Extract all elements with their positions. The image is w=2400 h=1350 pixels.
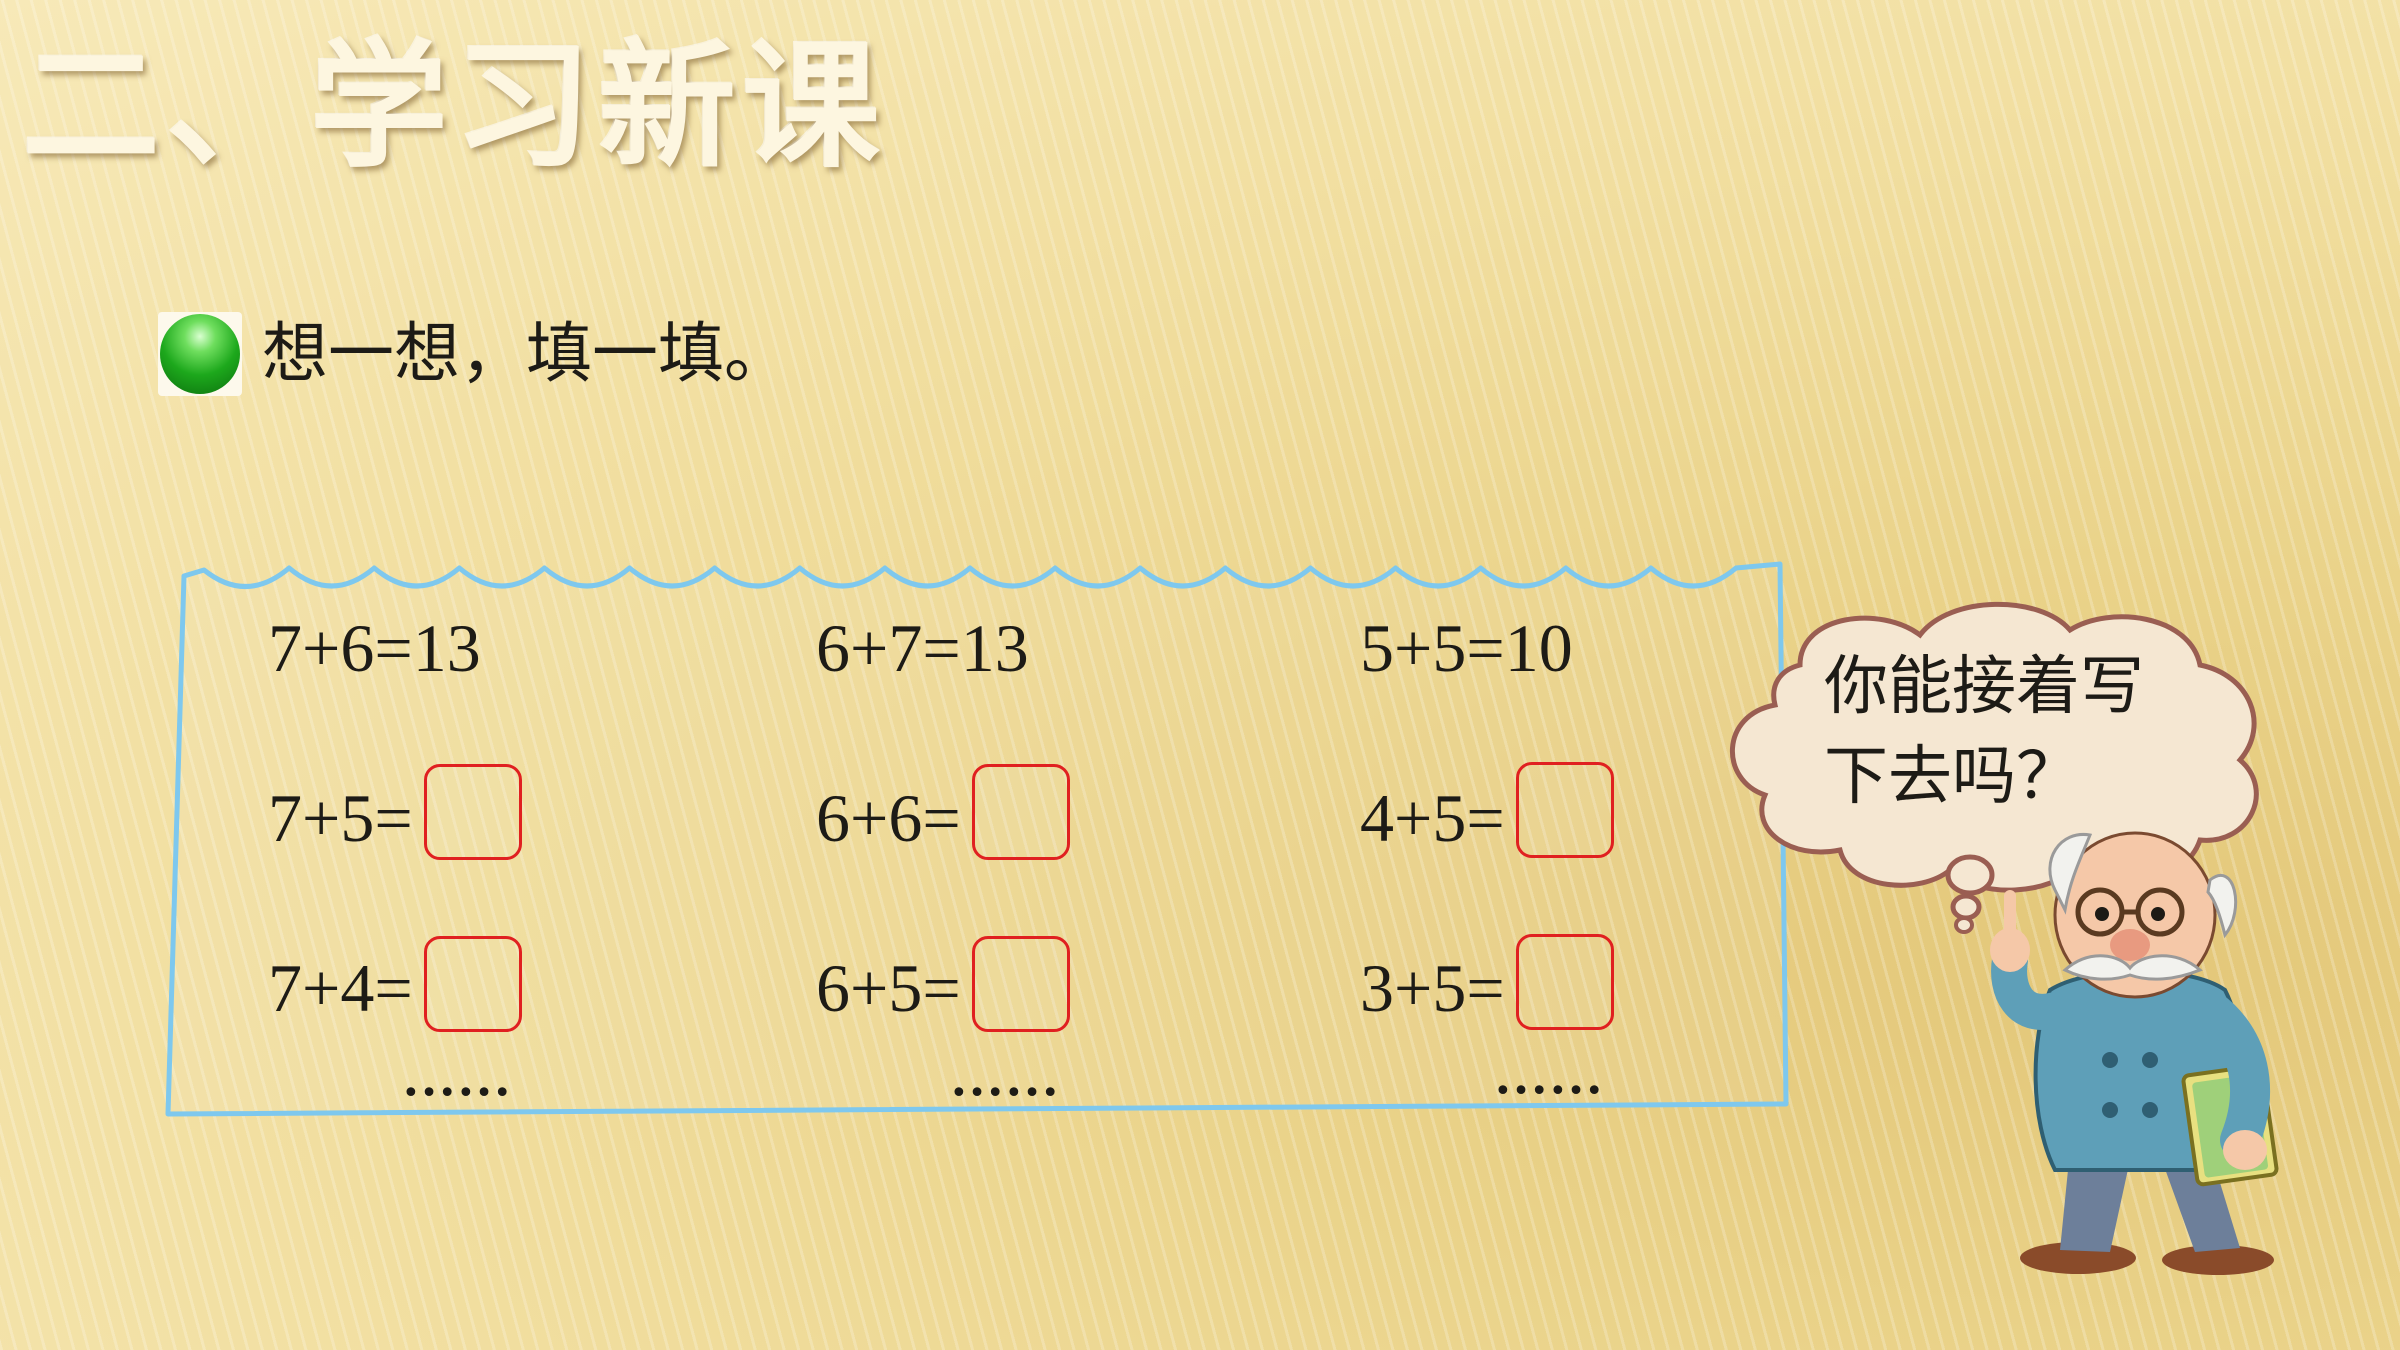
note-paper-outline — [165, 561, 1789, 1117]
ellipsis-1: …… — [402, 1047, 512, 1107]
old-professor-character-icon — [1990, 831, 2279, 1275]
equation-question-3b: 3+5= — [1360, 950, 1505, 1026]
thought-line-2: 下去吗？ — [1824, 740, 2080, 814]
equation-question-1b: 7+4= — [268, 950, 413, 1026]
equation-question-3a: 4+5= — [1360, 780, 1505, 856]
answer-box-2a[interactable] — [972, 764, 1070, 860]
answer-box-1b[interactable] — [424, 936, 522, 1032]
equation-question-2b: 6+5= — [816, 950, 961, 1026]
slide-title: 二、学习新课 — [22, 26, 887, 187]
answer-box-3a[interactable] — [1516, 762, 1614, 858]
equation-given-2: 6+7=13 — [816, 610, 1029, 686]
equation-question-2a: 6+6= — [816, 780, 961, 856]
answer-box-1a[interactable] — [424, 764, 522, 860]
answer-box-3b[interactable] — [1516, 934, 1614, 1030]
thought-line-1: 你能接着写 — [1824, 650, 2144, 724]
thought-bubble: 你能接着写 下去吗？ — [1680, 595, 2280, 935]
ellipsis-3: …… — [1494, 1045, 1604, 1105]
answer-box-2b[interactable] — [972, 936, 1070, 1032]
exercise-note-card: 7+6=13 7+5= 7+4= …… 6+7=13 6+6= 6+5= …… … — [160, 548, 1800, 1134]
equation-given-1: 7+6=13 — [268, 610, 481, 686]
ellipsis-2: …… — [950, 1047, 1060, 1107]
green-ball-bullet-icon — [158, 312, 242, 396]
equation-given-3: 5+5=10 — [1360, 610, 1573, 686]
instruction-text: 想一想，填一填。 — [262, 315, 790, 392]
equation-question-1a: 7+5= — [268, 780, 413, 856]
